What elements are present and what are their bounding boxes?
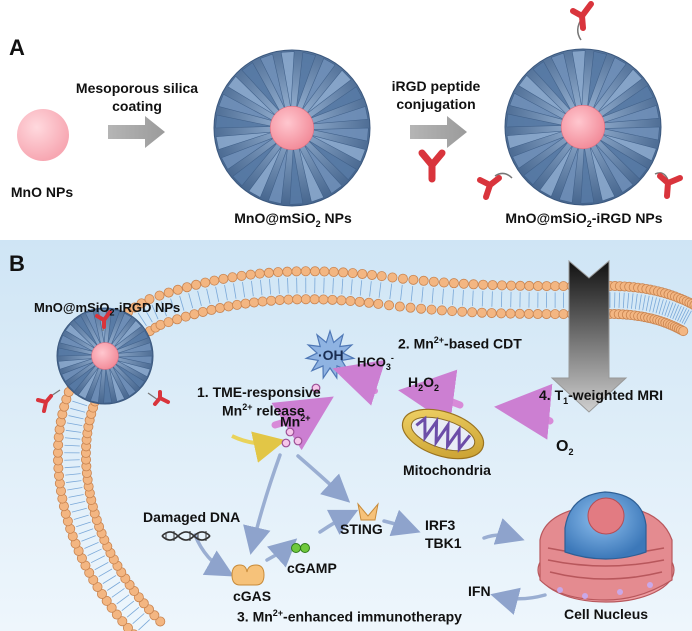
h2o2-label: H2O2	[408, 374, 440, 393]
membrane-np-peptides	[36, 310, 170, 413]
mno-nanoparticle	[17, 109, 69, 161]
cell-nucleus-label: Cell Nucleus	[564, 606, 649, 622]
silica-np-label: MnO@mSiO2 NPs	[234, 210, 352, 229]
silica-nanoparticle	[213, 49, 371, 207]
cdt-label: 2. Mn2+-based CDT	[398, 335, 522, 352]
oxygen-label: O2	[556, 438, 574, 458]
mri-arrow	[550, 259, 628, 413]
damaged-dna-label: Damaged DNA	[143, 509, 241, 525]
mn-ion-label: Mn2+	[280, 413, 311, 430]
conjugation-label-line1: iRGD peptide	[391, 78, 481, 94]
tme-release-line2: Mn2+ release	[222, 402, 305, 419]
cgas-label: cGAS	[233, 588, 272, 604]
membrane-nanoparticle	[56, 307, 154, 405]
attached-peptides	[477, 1, 683, 200]
panel-b-label: B	[9, 251, 25, 276]
cell-nucleus-illustration	[537, 491, 675, 603]
mn-ions	[281, 383, 321, 448]
irf3-label: IRF3	[425, 517, 456, 533]
silica-irgd-nanoparticle	[504, 48, 662, 206]
tme-release-line1: 1. TME-responsive	[197, 384, 321, 400]
sting-label: STING	[340, 521, 383, 537]
membrane-np-label: MnO@mSiO2-iRGD NPs	[34, 300, 181, 318]
coating-label-line2: coating	[112, 98, 162, 114]
hydroxyl-label: ·OH	[318, 347, 344, 363]
conjugation-arrow	[410, 116, 467, 148]
mitochondria-label: Mitochondria	[403, 462, 491, 478]
mno-np-label: MnO NPs	[10, 184, 74, 200]
cgamp-label: cGAMP	[287, 560, 337, 576]
panel-a	[17, 1, 683, 207]
panel-a-label: A	[9, 35, 25, 60]
pink-arrows	[271, 359, 554, 451]
pathway-arrows	[193, 453, 547, 615]
sting-protein-icon	[357, 502, 379, 521]
release-arrow	[231, 431, 286, 463]
irgd-peptide-icon	[418, 149, 446, 183]
irgd-np-label: MnO@mSiO2-iRGD NPs	[505, 210, 663, 229]
bicarbonate-label: HCO3-	[357, 353, 394, 372]
tbk1-label: TBK1	[425, 535, 462, 551]
damaged-dna-icon	[161, 531, 211, 541]
conjugation-label-line2: conjugation	[396, 96, 476, 112]
cgamp-molecule-icon	[291, 543, 310, 553]
mitochondria-icon	[401, 408, 485, 460]
mri-label: 4. T1-weighted MRI	[539, 387, 664, 406]
panel-b	[0, 240, 692, 631]
cgas-protein-icon	[231, 564, 265, 586]
coating-label-line1: Mesoporous silica	[75, 80, 199, 96]
immunotherapy-label: 3. Mn2+-enhanced immunotherapy	[237, 608, 462, 625]
coating-arrow	[108, 116, 165, 148]
ifn-label: IFN	[468, 583, 491, 599]
